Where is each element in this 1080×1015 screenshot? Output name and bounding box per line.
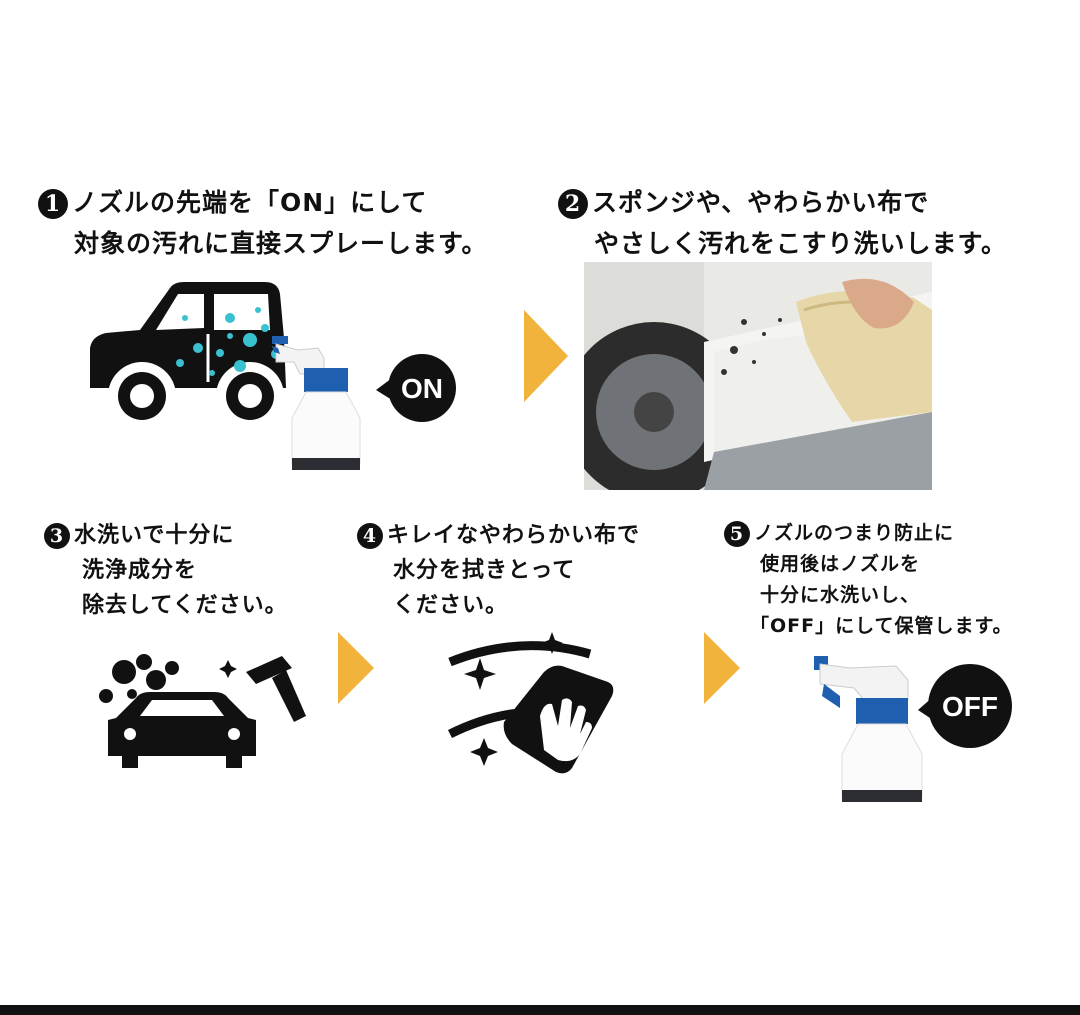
step-1-number: 1 <box>38 189 68 219</box>
on-bubble: ON <box>376 354 456 422</box>
step-2-line-2: やさしく汚れをこすり洗いします。 <box>594 229 1008 258</box>
step-1-line-2: 対象の汚れに直接スプレーします。 <box>74 229 488 258</box>
step-4-line-2: 水分を拭きとって <box>393 558 576 583</box>
step-5-line-2: 使用後はノズルを <box>760 553 921 575</box>
car-spray-illustration <box>90 282 286 430</box>
off-bubble: OFF <box>918 664 1012 748</box>
bottom-border <box>0 1005 1080 1015</box>
car-wash-icon <box>99 654 306 768</box>
wipe-cloth-icon <box>447 632 614 774</box>
step-2-number: 2 <box>558 189 588 219</box>
step-3-line-3: 除去してください。 <box>82 593 288 618</box>
arrow-right-icon <box>704 632 740 704</box>
step-5-line-3: 十分に水洗いし、 <box>760 584 921 606</box>
step-3-line-2: 洗浄成分を <box>82 558 198 583</box>
arrow-right-icon <box>338 632 374 704</box>
spray-droplets <box>176 307 281 376</box>
spray-bottle-icon: ON <box>272 336 456 470</box>
step-3-number: 3 <box>44 523 70 549</box>
spray-bottle-icon: OFF <box>814 656 1012 802</box>
arrow-right-icon <box>524 310 568 402</box>
step-4-number: 4 <box>357 523 383 549</box>
step-4-line-3: ください。 <box>393 593 509 618</box>
svg-text:OFF: OFF <box>942 691 998 722</box>
svg-text:ON: ON <box>401 373 443 404</box>
step-5-line-4: 「OFF」にして保管します。 <box>750 615 1013 637</box>
step-5-number: 5 <box>724 520 750 547</box>
wiping-cloth-photo <box>584 262 932 490</box>
